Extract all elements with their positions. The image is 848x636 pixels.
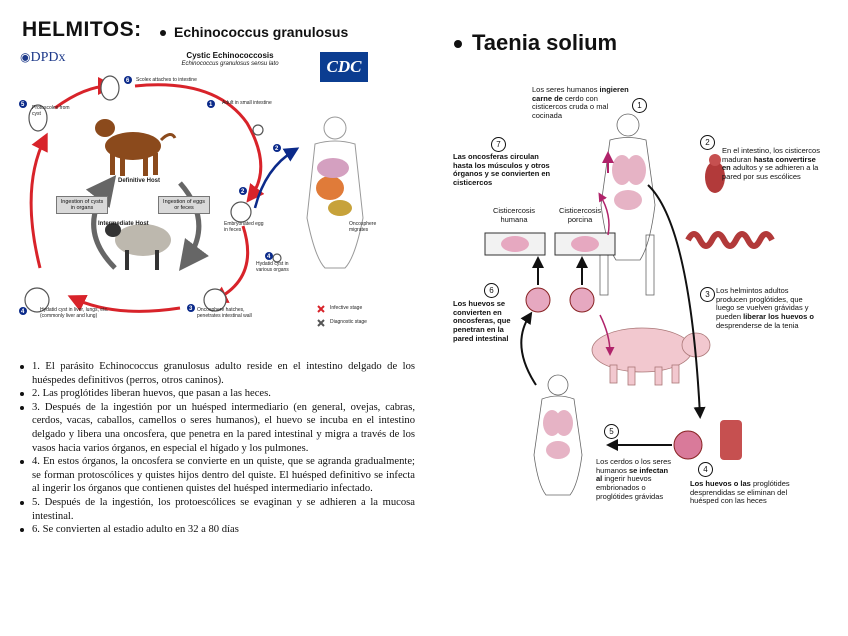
svg-text:4: 4	[21, 309, 25, 315]
svg-text:4: 4	[267, 254, 271, 260]
subtitle-taenia-text: Taenia solium	[472, 30, 618, 55]
label-ingestion-eggs: Ingestion of eggs or feces	[158, 196, 210, 214]
oncosphere-icon	[525, 287, 551, 313]
svg-text:5: 5	[21, 102, 25, 108]
cycle-arrow	[647, 184, 706, 419]
step-numbers: 6 1 2 2 3 4 4 5	[19, 76, 281, 315]
scolex-icon	[705, 154, 725, 193]
label-definitive-host: Definitive Host	[118, 178, 161, 184]
svg-text:2: 2	[275, 146, 279, 152]
label-hydatid-liver: Hydatid cyst in liver, lungs, etc. (comm…	[40, 307, 109, 319]
pig-icon	[591, 327, 711, 386]
step-item: 2. Las proglótides liberan huevos, que p…	[20, 387, 415, 401]
dpdx-logo: ◉DPDx	[20, 50, 66, 65]
step-number-1: 1	[632, 98, 647, 113]
step-item: 1. El parásito Echinococcus granulosus a…	[20, 360, 415, 387]
svg-text:2: 2	[241, 189, 245, 195]
taenia-label-3: Los helmintos adultos producen proglótid…	[716, 286, 814, 330]
label-oncosphere-hatches: Oncosphere hatches, penetrates intestina…	[197, 307, 252, 319]
subtitle-echinococcus: Echinococcus granulosus	[160, 24, 348, 40]
step-number-7: 7	[491, 137, 506, 152]
taenia-label-4: Los huevos o las proglótides desprendida…	[690, 479, 790, 506]
oncosphere-icon	[569, 287, 595, 313]
sheep-icon	[105, 223, 171, 270]
cycle-arrow	[599, 314, 615, 356]
human-arrow	[253, 147, 300, 209]
echino-diagram-title: Cystic Echinococcosis Echinococcus granu…	[150, 51, 310, 67]
step-item: 3. Después de la ingestión por un huéspe…	[20, 401, 415, 455]
human-body-icon	[533, 374, 583, 496]
subtitle-echinococcus-text: Echinococcus granulosus	[174, 24, 349, 40]
egg-icons	[24, 75, 282, 313]
legend-diagnostic: Diagnostic stage	[330, 319, 367, 325]
taenia-label-5: Los cerdos o los seres humanos se infect…	[596, 457, 672, 501]
bullet-icon	[160, 30, 166, 37]
step-number-4: 4	[698, 462, 713, 477]
taenia-label-1: Los seres humanos ingieren carne de cerd…	[532, 85, 629, 120]
taenia-life-cycle-diagram	[484, 113, 775, 496]
echinococcus-life-cycle-diagram: 6 1 2 2 3 4 4 5	[19, 75, 364, 327]
inner-arrow	[85, 175, 117, 270]
legend-infective: Infective stage	[330, 305, 363, 311]
tapeworm-icon	[685, 231, 775, 249]
bullet-icon	[454, 40, 462, 49]
human-body-icon	[599, 113, 656, 296]
svg-text:3: 3	[189, 306, 193, 312]
label-hydatid-various: Hydatid cyst in various organs	[256, 261, 289, 273]
taenia-label-6: Los huevos se convierten en oncosferas, …	[453, 299, 511, 343]
cysticercus-tissue-icon	[484, 232, 616, 256]
cycle-arrow	[209, 225, 250, 303]
cdc-logo: CDC	[320, 52, 368, 82]
subtitle-taenia: Taenia solium	[454, 30, 617, 56]
label-embryonated-eggs: Embryonated egg in feces	[224, 221, 264, 233]
cycle-arrow	[520, 311, 537, 386]
step-item: 4. En estos órganos, la oncosfera se con…	[20, 455, 415, 496]
human-body-icon	[306, 116, 364, 269]
label-protoscolex: Protoscolex from cyst	[32, 105, 70, 117]
step-number-5: 5	[604, 424, 619, 439]
page-title: HELMITOS:	[22, 18, 142, 41]
svg-text:6: 6	[126, 78, 130, 84]
label-intermediate-host: Intermediate Host	[98, 221, 149, 227]
step-number-3: 3	[700, 287, 715, 302]
echino-title-text: Cystic Echinococcosis	[186, 51, 274, 60]
label-cisticercosis-humana: Cisticercosis humana	[492, 206, 536, 224]
cycle-arrow	[134, 83, 265, 203]
cycle-arrow	[29, 132, 48, 269]
svg-text:1: 1	[209, 102, 213, 108]
egg-icon	[673, 430, 703, 460]
inner-arrow	[178, 181, 209, 272]
legend-icons	[317, 305, 325, 327]
step-number-6: 6	[484, 283, 499, 298]
step-item: 5. Después de la ingestión, los protoesc…	[20, 496, 415, 523]
steps-list: 1. El parásito Echinococcus granulosus a…	[20, 360, 415, 537]
label-oncosphere-migrates: Oncosphere migrates	[349, 221, 377, 233]
label-cisticercosis-porcina: Cisticercosis porcina	[558, 206, 602, 224]
cycle-arrow	[67, 295, 181, 313]
echino-scientific-name: Echinococcus granulosus sensu lato	[181, 60, 279, 67]
proglottid-icon	[720, 420, 742, 460]
label-scolex: Scolex attaches to intestine	[136, 77, 197, 83]
label-adult: Adult in small intestine	[222, 100, 272, 106]
step-item: 6. Se convierten al estadio adulto en 32…	[20, 523, 415, 537]
step-number-2: 2	[700, 135, 715, 150]
label-ingestion-cysts: Ingestion of cysts in organs	[56, 196, 108, 214]
taenia-label-7: Las oncosferas circulan hasta los múscul…	[453, 152, 551, 187]
taenia-label-2: En el intestino, los cisticercos maduran…	[722, 146, 820, 181]
cycle-arrow	[598, 192, 610, 236]
dog-icon	[95, 119, 177, 176]
